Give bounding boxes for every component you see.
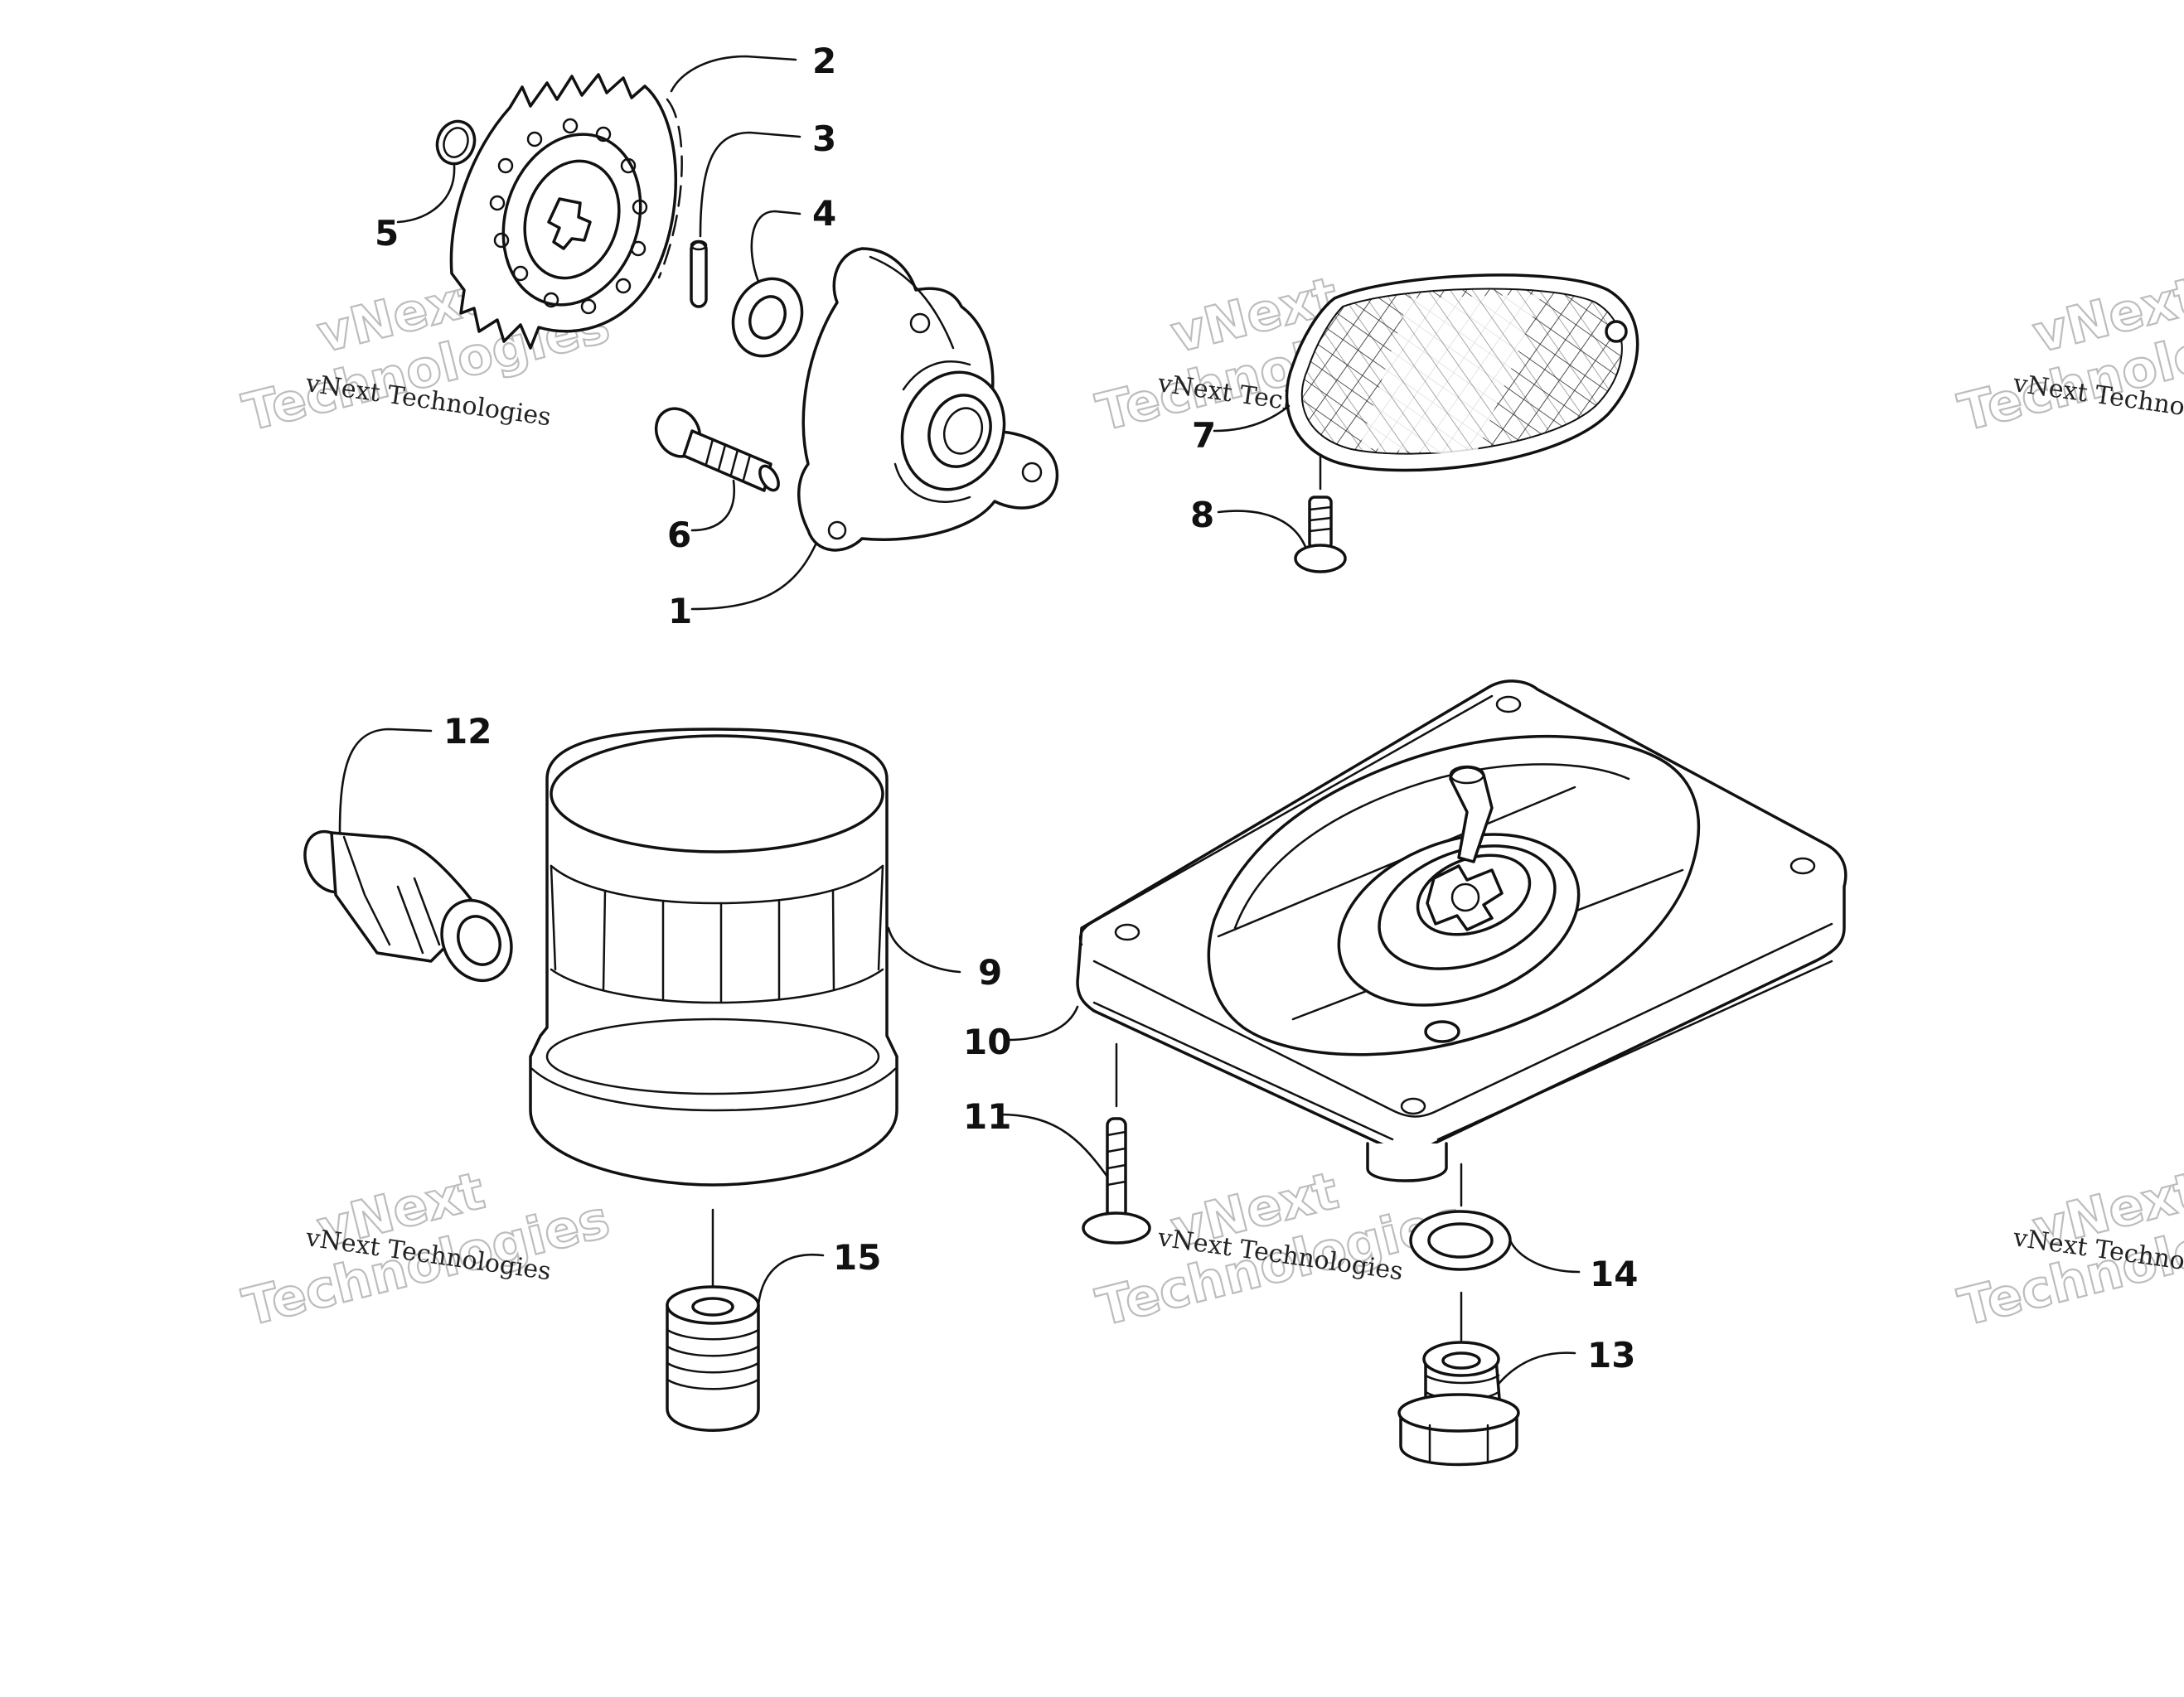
leader-3 — [699, 131, 801, 238]
part-5-circlip — [435, 119, 477, 166]
part-14-gasket — [1409, 1163, 1512, 1344]
part-2-gear — [449, 73, 683, 350]
callout-4: 4 — [812, 193, 836, 234]
callout-5: 5 — [375, 213, 399, 254]
part-12-pressure-switch — [303, 829, 513, 983]
callout-labels: 2 3 4 5 6 1 7 8 12 9 10 11 15 14 13 — [375, 41, 1638, 1375]
callout-14: 14 — [1590, 1254, 1638, 1294]
part-7-oil-strainer — [1285, 273, 1639, 472]
callout-1: 1 — [668, 591, 692, 631]
part-10-oil-pan — [1076, 679, 1847, 1182]
part-9-oil-filter — [529, 728, 898, 1187]
callout-9: 9 — [978, 952, 1002, 993]
part-6-bolt — [654, 407, 780, 492]
leader-1 — [690, 541, 818, 611]
callout-12: 12 — [443, 711, 492, 752]
leader-4 — [750, 210, 801, 283]
callout-3: 3 — [812, 118, 836, 159]
leader-15 — [757, 1253, 825, 1307]
callout-11: 11 — [963, 1096, 1011, 1137]
callout-15: 15 — [833, 1237, 881, 1278]
leader-10 — [1005, 1005, 1079, 1042]
callout-13: 13 — [1587, 1335, 1635, 1375]
part-11-bolt — [1082, 1042, 1151, 1245]
leader-13 — [1497, 1351, 1576, 1385]
part-3-pin — [690, 239, 708, 308]
callout-6: 6 — [667, 515, 691, 555]
part-15-fitting — [666, 1208, 760, 1432]
callout-2: 2 — [812, 41, 836, 81]
gear-holes — [489, 118, 648, 315]
leader-2 — [670, 55, 797, 93]
part-1-oil-pump — [797, 247, 1059, 552]
callout-7: 7 — [1192, 415, 1216, 456]
part-8-screw — [1294, 454, 1347, 573]
part-4-washer — [731, 277, 804, 358]
leader-11 — [997, 1113, 1109, 1178]
watermark-group: vNext Technologies vNext Technologies vN… — [236, 264, 2184, 1339]
leader-5 — [396, 164, 456, 224]
callout-8: 8 — [1190, 495, 1214, 535]
leader-12 — [338, 728, 433, 834]
leader-14 — [1508, 1239, 1581, 1274]
watermark-bottom-left: vNext Technologies — [236, 1159, 617, 1339]
leader-7 — [1213, 404, 1291, 433]
leader-lines — [338, 55, 1581, 1385]
leader-6 — [690, 479, 736, 532]
leader-9 — [887, 926, 961, 974]
callout-10: 10 — [963, 1022, 1011, 1062]
leader-8 — [1217, 510, 1307, 549]
part-13-drain-plug — [1397, 1341, 1520, 1467]
